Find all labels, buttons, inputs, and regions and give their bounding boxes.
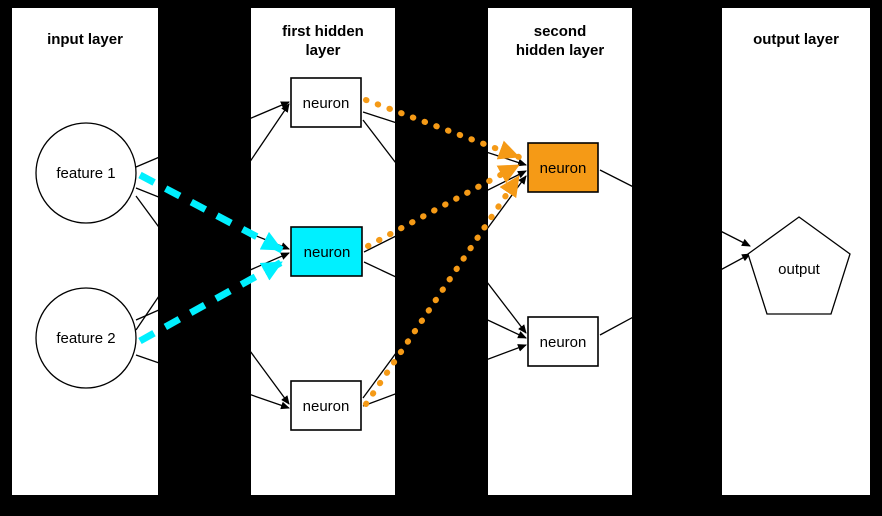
panel-title-line: hidden layer bbox=[515, 42, 605, 59]
panel-title-second-hidden-layer: second hidden layer bbox=[488, 22, 632, 60]
panel-title-line: layer bbox=[305, 42, 341, 59]
panel-title-output-layer: output layer bbox=[722, 30, 870, 49]
panel-output-layer: output layer bbox=[722, 8, 870, 495]
panel-input-layer: input layer bbox=[12, 8, 158, 495]
panel-title-line: first hidden bbox=[282, 23, 364, 40]
panel-title-first-hidden-layer: first hidden layer bbox=[251, 22, 395, 60]
panel-first-hidden-layer: first hidden layer bbox=[251, 8, 395, 495]
panel-second-hidden-layer: second hidden layer bbox=[488, 8, 632, 495]
panel-title-input-layer: input layer bbox=[12, 30, 158, 49]
panel-title-line: output layer bbox=[753, 31, 839, 48]
panel-title-line: second bbox=[533, 23, 587, 40]
panel-title-line: input layer bbox=[47, 31, 123, 48]
